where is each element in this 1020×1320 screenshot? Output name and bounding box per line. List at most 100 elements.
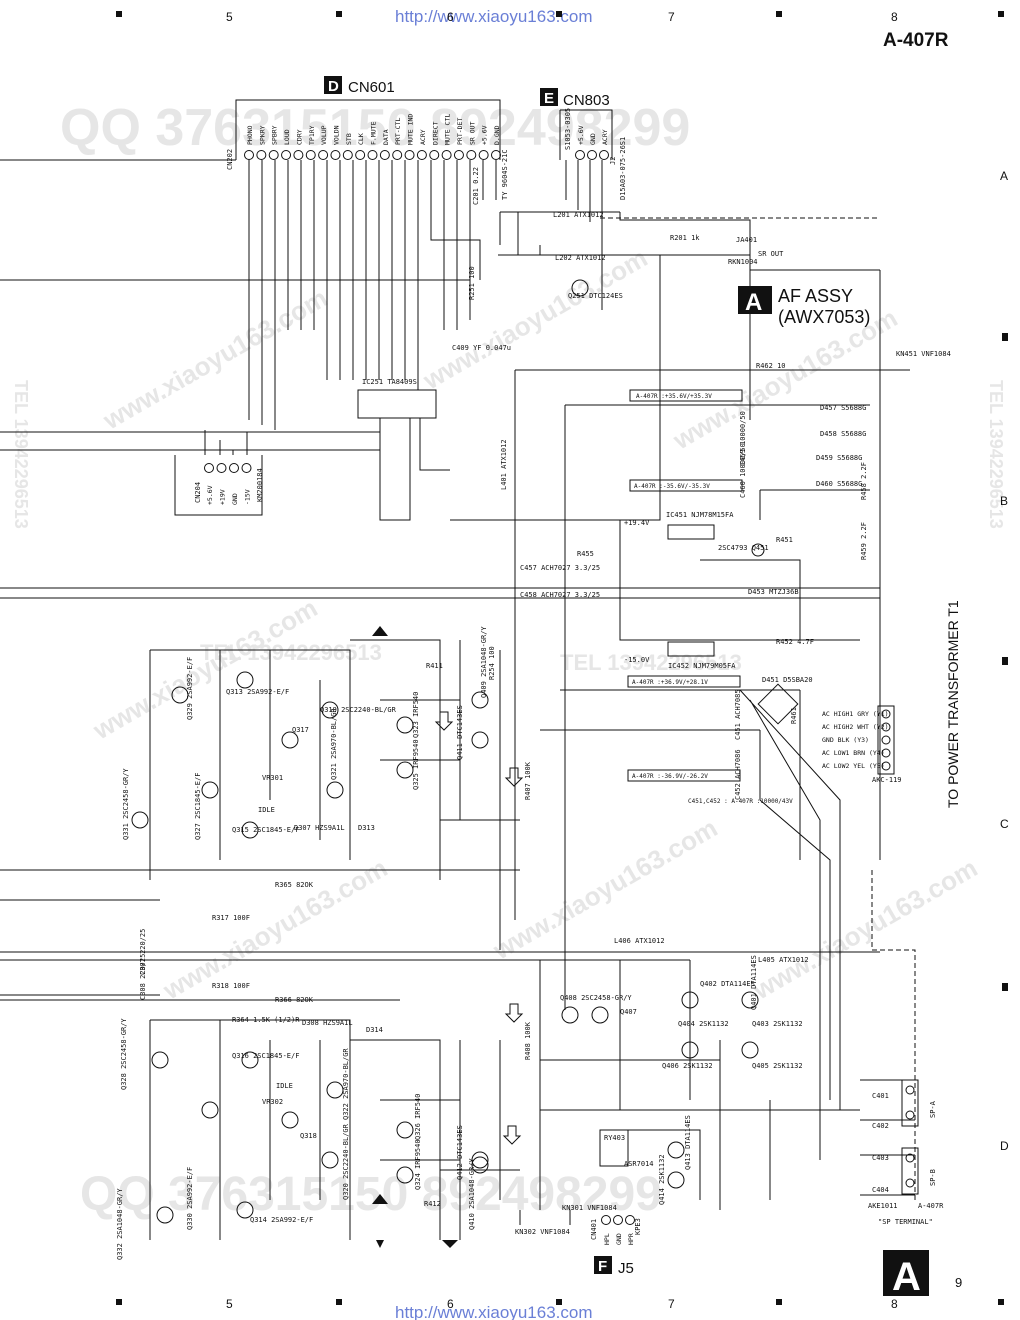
watermark-www-4: www.xiaoyu163.com (87, 593, 322, 746)
cn803-letter: E (544, 90, 554, 107)
q405-label: Q405 2SK1132 (752, 1062, 803, 1070)
q322-label: Q322 2SA970-BL/GR (342, 1048, 350, 1120)
assembly-letter: A (745, 289, 762, 316)
cn601-letter-box (324, 76, 342, 94)
r364-label: R364 1.5K (1/2)R (232, 1016, 300, 1024)
cn601-pin-20-label: +5.6V (481, 125, 489, 145)
watermark-tel-3: TEL 13942296513 (986, 380, 1006, 529)
c402-label: C402 (872, 1122, 889, 1130)
transformer-pin-2-label: AC HIGH2 WHT (Y2) (822, 723, 889, 731)
q314-label: Q314 2SA992-E/F (250, 1216, 313, 1224)
watermark-tel-2: TEL 13942296513 (560, 650, 742, 675)
q330-label: Q330 2SA992-E/F (186, 1167, 194, 1230)
kn302-label: KN302 VNF1084 (515, 1228, 570, 1236)
row-a: A (1000, 169, 1008, 183)
j5-letter: F (598, 1258, 607, 1275)
cn803-name: CN803 (563, 92, 610, 109)
col-8-top: 8 (891, 10, 898, 24)
watermark-qq-bottom: QQ 376315150 892498299 (80, 1168, 662, 1221)
q451-label: 2SC4793 Q451 (718, 544, 769, 552)
watermark-www-1: www.xiaoyu163.com (97, 283, 332, 436)
speaker-ref: AKE1011 (868, 1202, 898, 1210)
q324-label: Q324 IRF9540 (414, 1139, 422, 1190)
q251-label: Q251 DTC124ES (568, 292, 623, 300)
j5-part: KPE3 (634, 1218, 642, 1235)
cn204-pin-4 (241, 463, 252, 473)
c404-label: C404 (872, 1186, 889, 1194)
q251-symbol (571, 279, 589, 297)
ja401-label: JA401 (736, 236, 757, 244)
q402-label: Q402 DTA114ES (700, 980, 755, 988)
c201-label: C201 0.22 (472, 167, 480, 205)
cn601-pin-14 (404, 150, 415, 160)
speaker-note: A-407R (918, 1202, 944, 1210)
d451-label: D451 D5SBA20 (762, 676, 813, 684)
rail-note-4: A-407R :-36.9V/-26.2V (632, 773, 708, 780)
cn601-pin-13-label: PRT-CTL (394, 118, 402, 145)
d457-label: D457 S5688G (820, 404, 866, 412)
cn601-pin-15-label: ACRY (419, 129, 427, 145)
rail-note-1: A-407R :+35.6V/+35.3V (636, 393, 712, 400)
q407-label: Q407 (620, 1008, 637, 1016)
r459-label: R459 2.2F (860, 522, 868, 560)
cn204-pin-1-label: +5.6V (206, 485, 214, 505)
q329-label: Q329 2SA992-E/F (186, 657, 194, 720)
d459-label: D459 S5688G (816, 454, 862, 462)
d308-label: D308 HZS9A1L (302, 1019, 353, 1027)
cn601-pin-17 (441, 150, 452, 160)
cn601-pin-5 (293, 150, 304, 160)
l405-label: L405 ATX1012 (758, 956, 809, 964)
transformer-connector (877, 705, 895, 775)
watermark-qq: QQ 376315150 892498299 (60, 99, 690, 157)
cn204-pin-3-label: GND (231, 493, 239, 505)
r455-label: R455 (577, 550, 594, 558)
l201-label: L201 ATX1012 (553, 211, 604, 219)
watermark-www-6: www.xiaoyu163.com (487, 813, 722, 966)
q332-label: Q332 2SA1048-GR/Y (116, 1188, 124, 1260)
cn601-pin-3 (268, 150, 279, 160)
col-5-top: 5 (226, 10, 233, 24)
c452-label: C452 ACH7086 (734, 749, 742, 800)
ic451-body (667, 524, 715, 540)
cn601-pin-19-label: SR OUT (468, 121, 476, 145)
cn601-pin-16 (429, 150, 440, 160)
asr7014-label: ASR7014 (624, 1160, 654, 1168)
r462-label: R462 10 (756, 362, 786, 370)
cn601-pin-10 (355, 150, 366, 160)
url-bottom[interactable]: http://www.xiaoyu163.com (395, 1303, 592, 1320)
v19-label: +19.4V (624, 519, 650, 527)
registration-marks (116, 11, 1008, 1305)
j5-pin-3 (625, 1215, 635, 1225)
cn601-pin-20 (478, 150, 489, 160)
c460-label: C460 10000/50 (739, 443, 747, 498)
q319-label: Q319 2SC2240-BL/GR (320, 706, 397, 714)
watermark-www-5: www.xiaoyu163.com (157, 853, 392, 1006)
cn803-letter-box (540, 88, 558, 106)
transformer-pin-1 (881, 709, 891, 719)
cn601-pin-11 (367, 150, 378, 160)
cn601-pin-15 (416, 150, 427, 160)
d460-label: D460 S5688G (816, 480, 862, 488)
transformer-pin-1-label: AC HIGH1 GRY (Y1) (822, 710, 889, 718)
cn601-ref: CN202 (226, 149, 234, 170)
cn601-pin-7 (318, 150, 329, 160)
v15-label: -15.0V (624, 656, 650, 664)
c401-label: C401 (872, 1092, 889, 1100)
q414-label: Q414 2SK1132 (658, 1154, 666, 1205)
transformer-pin-5 (881, 761, 891, 771)
cn204-pin-4-label: -15V (244, 489, 252, 505)
watermark-www-2: www.xiaoyu163.com (417, 243, 652, 396)
page-letter: A (892, 1255, 921, 1299)
c307-label: C307 220/25 (139, 929, 147, 975)
q315-label: Q315 2SC1845-E/F (232, 826, 299, 834)
d314-label: D314 (366, 1026, 383, 1034)
row-b: B (1000, 494, 1008, 508)
r412-label: R412 (424, 1200, 441, 1208)
q318-label: Q318 (300, 1132, 317, 1140)
url-top[interactable]: http://www.xiaoyu163.com (395, 7, 592, 26)
q317-label: Q317 (292, 726, 309, 734)
c457-label: C457 ACH7027 3.3/25 (520, 564, 600, 572)
cn204-ref: CN204 (194, 482, 202, 503)
